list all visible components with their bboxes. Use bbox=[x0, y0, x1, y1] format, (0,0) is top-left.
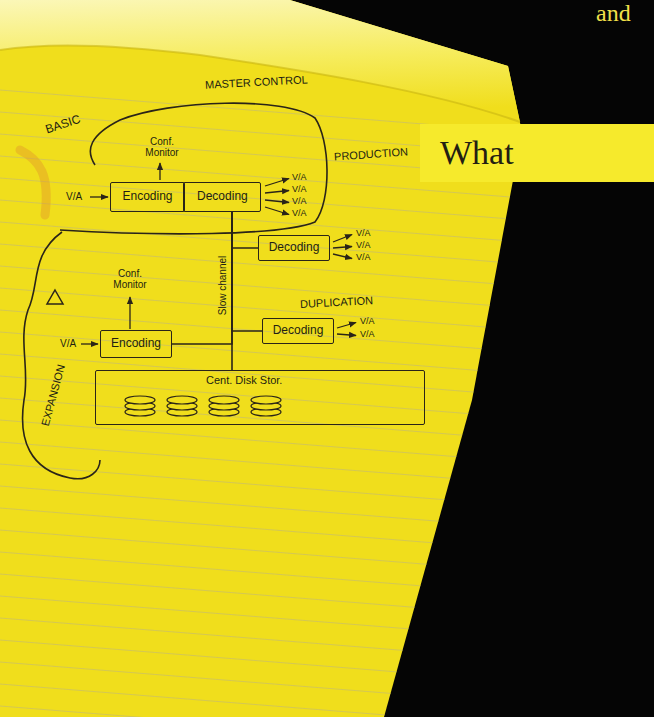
bus-connector bbox=[231, 212, 233, 370]
input-arrow bbox=[90, 196, 108, 197]
signal-label: V/A bbox=[360, 330, 375, 340]
curl-shadow bbox=[0, 45, 520, 122]
output-arrow bbox=[337, 323, 356, 329]
box-text: Encoding bbox=[122, 190, 172, 204]
box-text: Decoding bbox=[197, 190, 248, 204]
output-arrow bbox=[265, 191, 289, 194]
output-arrow bbox=[333, 254, 352, 259]
bus-connector bbox=[232, 212, 258, 248]
signal-label: V/A bbox=[60, 338, 76, 349]
section-title: MASTER CONTROL bbox=[205, 73, 308, 90]
box-text: Encoding bbox=[111, 337, 161, 351]
process-box: Encoding bbox=[110, 182, 185, 212]
output-arrow bbox=[265, 179, 289, 187]
box-text: Cent. Disk Stor. bbox=[206, 374, 282, 387]
box-text: Decoding bbox=[273, 324, 324, 338]
highlighter-stroke bbox=[20, 150, 46, 215]
output-arrow bbox=[265, 200, 289, 203]
ruled-lines bbox=[0, 90, 560, 717]
storage-box: Cent. Disk Stor. bbox=[95, 370, 425, 425]
signal-label: V/A bbox=[356, 229, 371, 239]
section-title: BASIC bbox=[44, 113, 82, 137]
section-title: DUPLICATION bbox=[300, 294, 374, 310]
expansion-bracket bbox=[23, 232, 100, 479]
output-arrow bbox=[265, 207, 289, 215]
signal-label: V/A bbox=[292, 197, 307, 207]
master-control-loop bbox=[60, 103, 327, 234]
signal-label: V/A bbox=[66, 191, 82, 202]
headline-banner: What bbox=[420, 124, 654, 182]
bus-connector bbox=[172, 212, 232, 344]
output-arrow bbox=[333, 247, 352, 249]
box-text: Decoding bbox=[269, 241, 320, 255]
disk-icon bbox=[209, 396, 239, 404]
signal-label: V/A bbox=[356, 241, 371, 251]
signal-label: V/A bbox=[360, 317, 375, 327]
monitor-arrow bbox=[129, 297, 130, 329]
output-arrow bbox=[333, 235, 352, 243]
disk-icon bbox=[167, 396, 197, 404]
monitor-label: Conf. Monitor bbox=[106, 268, 154, 290]
bus-connector bbox=[232, 212, 262, 331]
triangle-symbol bbox=[47, 290, 63, 304]
section-title: PRODUCTION bbox=[334, 145, 409, 162]
monitor-arrow bbox=[159, 163, 160, 180]
monitor-label: Conf. Monitor bbox=[138, 136, 186, 158]
disk-icon bbox=[125, 396, 155, 404]
section-title: EXPANSION bbox=[37, 357, 68, 434]
process-box: Decoding bbox=[258, 235, 330, 261]
box-text: What bbox=[440, 133, 514, 172]
connector-label: Slow channel bbox=[217, 255, 228, 314]
input-arrow bbox=[81, 343, 98, 344]
process-box: Encoding bbox=[100, 330, 172, 358]
process-box: Decoding bbox=[262, 318, 334, 344]
signal-label: V/A bbox=[292, 173, 307, 183]
output-arrow bbox=[337, 334, 356, 336]
signal-label: V/A bbox=[356, 253, 371, 263]
legal-pad bbox=[0, 0, 522, 717]
headline-text: and bbox=[596, 0, 631, 26]
disk-icon bbox=[251, 396, 281, 404]
process-box: Decoding bbox=[183, 182, 261, 212]
signal-label: V/A bbox=[292, 185, 307, 195]
signal-label: V/A bbox=[292, 209, 307, 219]
